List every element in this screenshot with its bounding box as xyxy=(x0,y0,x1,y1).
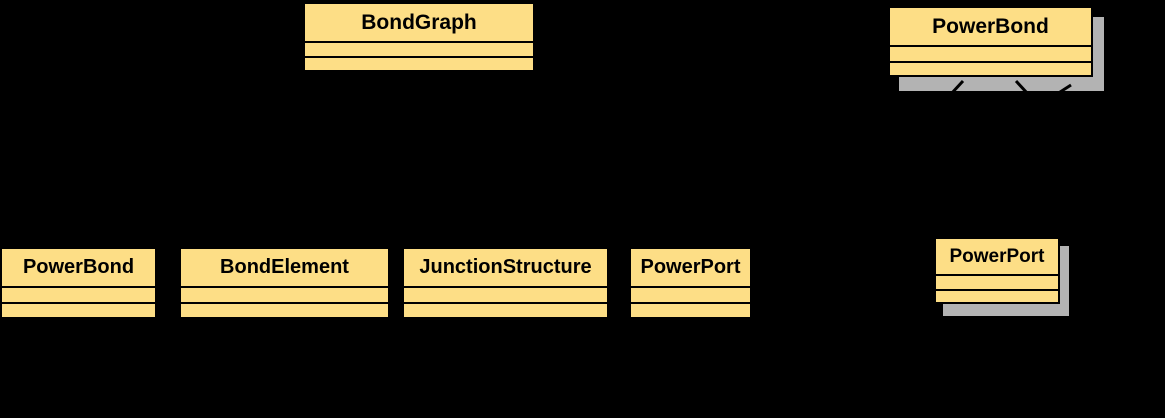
class-name-powerport: PowerPort xyxy=(640,256,741,278)
attributes-compartment xyxy=(2,286,155,302)
attributes-compartment xyxy=(631,286,750,302)
attributes-compartment xyxy=(305,41,533,56)
class-name-bondelement: BondElement xyxy=(220,256,349,278)
class-box-bondgraph[interactable]: BondGraph xyxy=(303,2,535,72)
operations-compartment xyxy=(631,302,750,317)
operations-compartment xyxy=(404,302,607,317)
operations-compartment xyxy=(181,302,388,317)
operations-compartment xyxy=(936,289,1058,302)
operations-compartment xyxy=(890,61,1091,75)
operations-compartment xyxy=(305,56,533,70)
class-name-junctionstructure: JunctionStructure xyxy=(419,256,592,278)
class-name-powerbond-top: PowerBond xyxy=(932,14,1049,38)
class-box-powerbond-left[interactable]: PowerBond xyxy=(0,247,157,319)
class-name-bondgraph: BondGraph xyxy=(361,10,477,34)
class-name-powerbond-left: PowerBond xyxy=(22,256,135,278)
class-box-powerbond-top[interactable]: PowerBond xyxy=(888,6,1093,77)
attributes-compartment xyxy=(404,286,607,302)
class-box-junctionstructure[interactable]: JunctionStructure xyxy=(402,247,609,319)
class-box-powerport-bottom-right[interactable]: PowerPort xyxy=(934,237,1060,304)
operations-compartment xyxy=(2,302,155,317)
attributes-compartment xyxy=(890,45,1091,61)
class-box-powerport[interactable]: PowerPort xyxy=(629,247,752,319)
class-name-powerport-bottom-right: PowerPort xyxy=(949,245,1045,267)
class-box-bondelement[interactable]: BondElement xyxy=(179,247,390,319)
attributes-compartment xyxy=(936,274,1058,289)
attributes-compartment xyxy=(181,286,388,302)
